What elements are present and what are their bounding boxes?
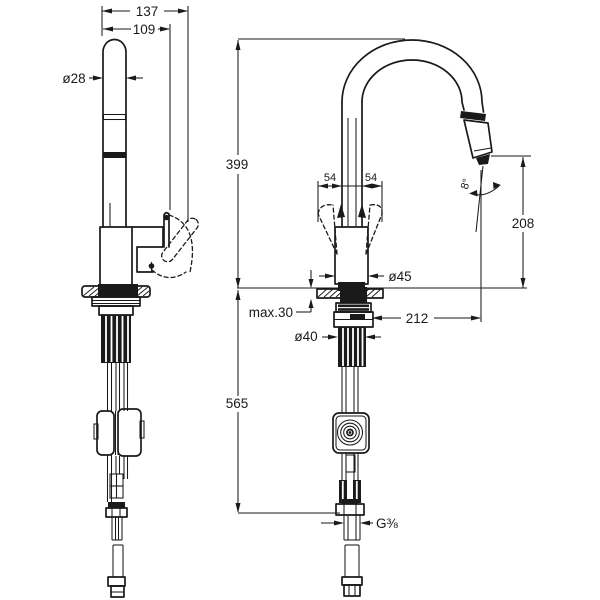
- weight-center-dot: [348, 431, 352, 434]
- shank-threads-side: [105, 316, 129, 362]
- spout-tube-side: [102, 38, 127, 228]
- dim-565-label: 565: [226, 396, 249, 411]
- hoses-below-weight-side: [106, 455, 129, 502]
- seal-ring: [340, 298, 367, 303]
- dim-dia45-label: ø45: [388, 269, 411, 284]
- dimension-109: 109: [103, 22, 171, 210]
- hoses-front-lower: [341, 453, 359, 480]
- dimension-399: 399: [226, 38, 405, 288]
- spray-head: [463, 119, 493, 159]
- shank-threads-front: [342, 328, 364, 366]
- gooseneck-outer: [341, 39, 485, 113]
- weight-ring: [343, 425, 357, 440]
- body-through-plate: [98, 284, 138, 297]
- gasket-stack-side: [91, 296, 141, 307]
- spout-collar-upper: [102, 113, 127, 121]
- dim-g38-label: G⅜: [376, 516, 399, 531]
- spray-head-line: [473, 147, 492, 152]
- dimension-208: 208: [491, 155, 535, 288]
- handle-closed-side: [163, 211, 170, 248]
- dimension-dia45: ø45: [319, 269, 412, 284]
- dimension-max30: max.30: [249, 270, 314, 320]
- spout-collar-lower: [103, 152, 126, 158]
- hose-weight-front: [332, 412, 370, 454]
- washer-band: [338, 308, 369, 311]
- dimension-54-54: 54 54: [317, 172, 383, 222]
- hose-end-fitting-front: [341, 576, 363, 586]
- spray-axis-line: [475, 165, 484, 233]
- weight-ring: [336, 419, 364, 446]
- hose-collar-side: [108, 502, 125, 508]
- hose-weight-front-inner: [335, 415, 367, 451]
- outlet-hose-front: [343, 515, 361, 577]
- front-view: [237, 39, 527, 597]
- hose-clip-front: [345, 454, 356, 473]
- dimension-8deg: 8°: [459, 177, 501, 197]
- weight-ring: [340, 422, 360, 443]
- hose-weight-side-front-half: [96, 410, 115, 456]
- hex-nut-front: [335, 503, 365, 516]
- dimension-dia28: ø28: [62, 71, 143, 86]
- outlet-hose-side: [111, 517, 124, 577]
- dimension-565: 565: [226, 290, 340, 514]
- handle-tip-right: [358, 204, 366, 218]
- hose-weight-side-rear-half: [117, 408, 142, 457]
- faucet-body-front: [334, 226, 369, 285]
- dim-54-left-label: 54: [324, 172, 336, 184]
- dim-54-right-label: 54: [365, 172, 377, 184]
- dimension-212: 212: [372, 170, 482, 326]
- washer-band: [338, 304, 369, 308]
- dim-212-label: 212: [406, 311, 429, 326]
- side-view: [81, 38, 199, 598]
- dimension-dia40: ø40: [294, 329, 381, 344]
- dim-399-label: 399: [226, 157, 249, 172]
- hose-end-tip-front: [343, 584, 361, 597]
- spray-nozzle-tip: [476, 154, 490, 165]
- hose-collar-front: [342, 499, 358, 504]
- body-base-front: [338, 282, 365, 291]
- hoses-front-upper: [341, 367, 359, 413]
- mounting-washer-side: [98, 305, 134, 316]
- handle-swing-arc-lower: [151, 269, 187, 279]
- handle-open-dashed: [161, 217, 199, 263]
- head-socket-step: [131, 226, 164, 273]
- dim-dia40-label: ø40: [294, 329, 317, 344]
- handle-pin-top: [163, 214, 170, 221]
- handle-swing-arc-side: [168, 214, 194, 273]
- gooseneck-inner: [361, 59, 465, 111]
- dim-dia28-label: ø28: [62, 71, 85, 86]
- dimension-g38: G⅜: [321, 516, 399, 531]
- weight-tab-right: [139, 420, 145, 439]
- hex-nut-side: [105, 507, 128, 518]
- weight-tab-left: [93, 423, 99, 440]
- spray-head-collar: [460, 111, 486, 121]
- dim-max30-label: max.30: [249, 305, 293, 320]
- dim-208-label: 208: [512, 216, 535, 231]
- dim-109-label: 109: [133, 22, 156, 37]
- dim-137-label: 137: [136, 4, 159, 19]
- handle-swing-front: [317, 204, 383, 255]
- handle-tip-left: [337, 204, 345, 218]
- weight-ring: [346, 428, 354, 437]
- supply-hoses-side: [106, 363, 129, 411]
- dim-8deg-label: 8°: [459, 177, 474, 191]
- dimension-137: 137: [101, 4, 189, 222]
- faucet-body-side: [99, 226, 133, 286]
- body-through-plate-front: [340, 287, 367, 298]
- hose-end-fitting-side: [107, 576, 126, 587]
- nut-mark: [350, 314, 365, 320]
